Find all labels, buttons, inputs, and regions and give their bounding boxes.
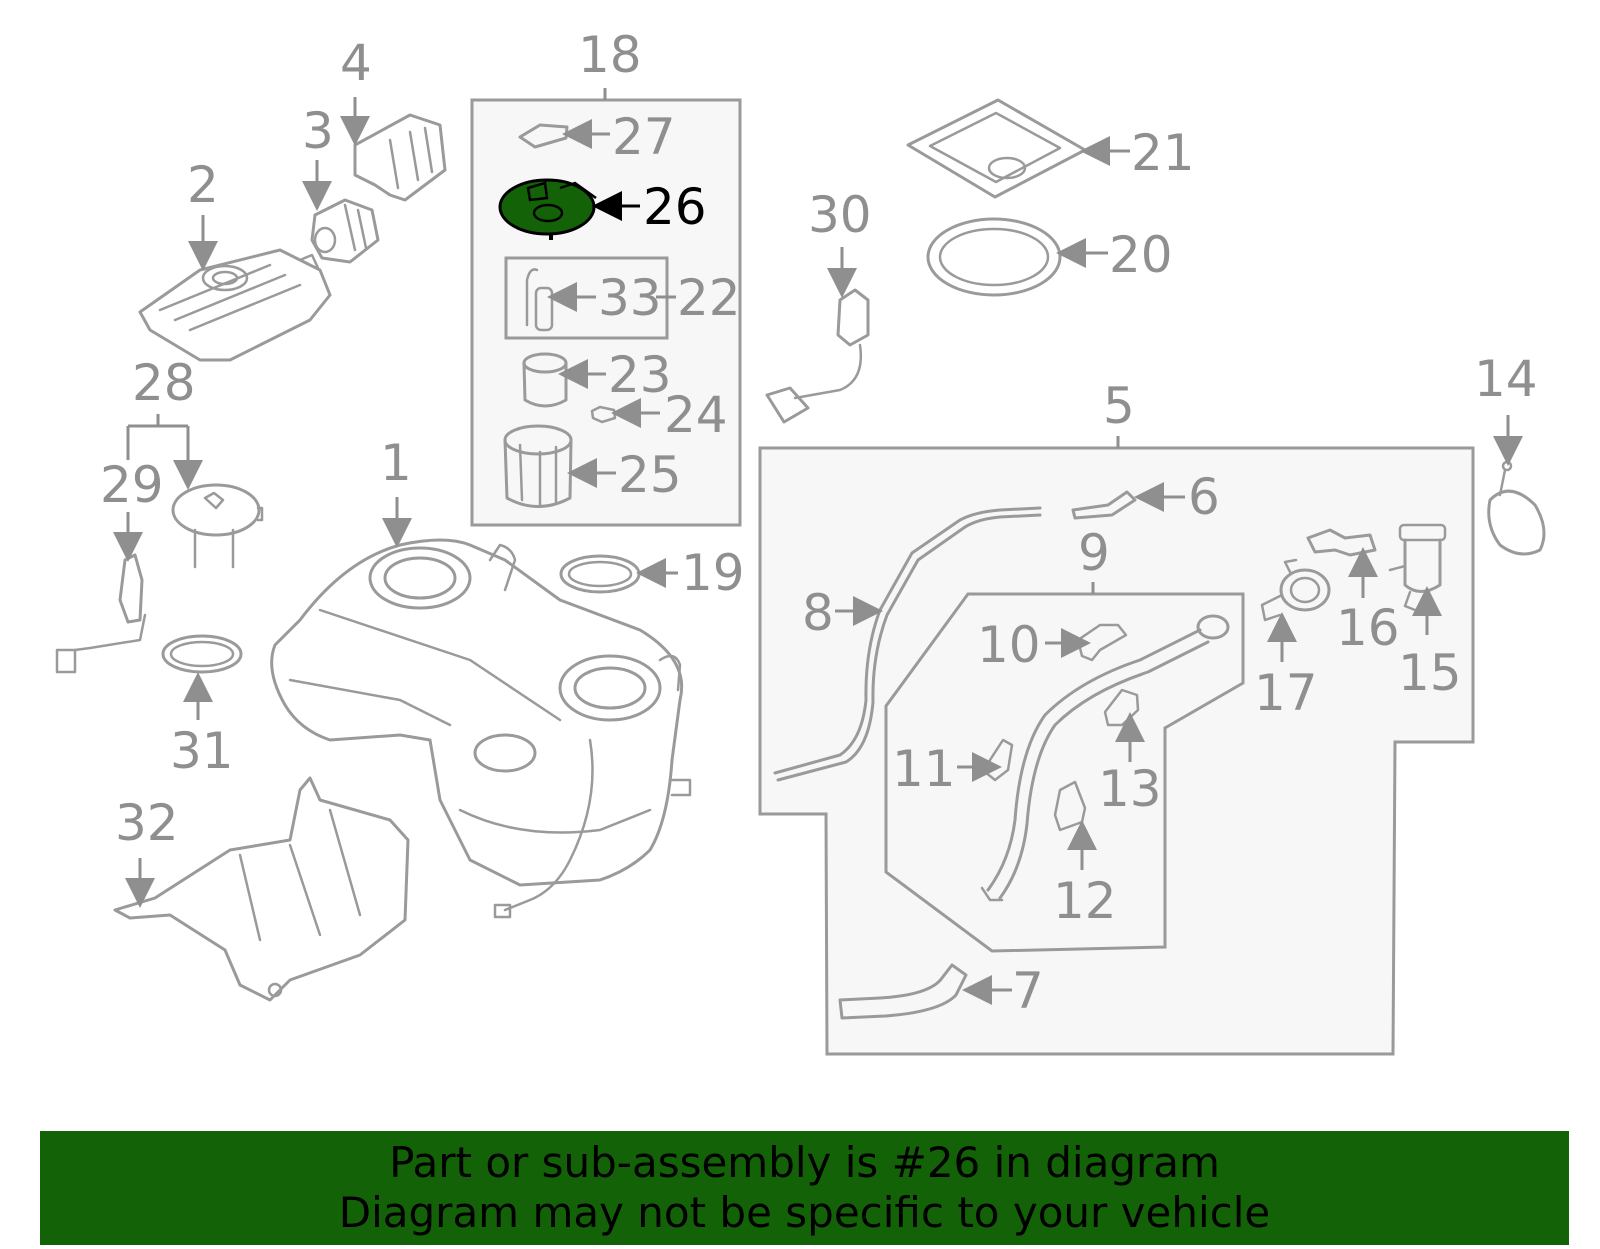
cover-part-21 [906, 98, 1087, 199]
lock-ring-part-20 [926, 217, 1062, 297]
callout-26: 26 [643, 178, 707, 236]
valve-part-17 [1260, 558, 1331, 622]
vent-line-part-8 [773, 506, 1042, 782]
callout-19: 19 [681, 544, 745, 602]
callout-14: 14 [1474, 350, 1538, 408]
callout-2: 2 [187, 156, 219, 214]
bracket-part-4 [353, 113, 447, 202]
callout-3: 3 [302, 102, 334, 160]
callout-16: 16 [1336, 599, 1400, 657]
group-box-9 [884, 582, 1245, 953]
callout-15: 15 [1398, 644, 1462, 702]
callout-32: 32 [115, 794, 179, 852]
callout-29: 29 [100, 456, 164, 514]
heat-shield-part-32 [113, 776, 410, 1002]
callout-28: 28 [132, 354, 196, 412]
banner-line-1: Part or sub-assembly is #26 in diagram [389, 1138, 1220, 1187]
sensor-part-30 [765, 288, 870, 424]
filler-pipe-part-9 [980, 614, 1230, 902]
callout-24: 24 [664, 386, 728, 444]
callout-23: 23 [608, 346, 672, 404]
callout-9: 9 [1078, 524, 1110, 582]
callout-4: 4 [340, 34, 372, 92]
callout-7: 7 [1012, 962, 1044, 1020]
callout-11: 11 [892, 740, 956, 798]
banner-line-2: Diagram may not be specific to your vehi… [338, 1188, 1271, 1237]
reservoir-part-25 [503, 424, 573, 508]
callout-1: 1 [380, 434, 412, 492]
group-box-18 [470, 88, 742, 527]
bracket-part-13 [1103, 688, 1140, 727]
callout-25: 25 [618, 446, 682, 504]
canister-part-2 [138, 248, 332, 362]
fuel-tank-part-1 [270, 538, 692, 919]
seal-ring-part-19 [559, 554, 641, 594]
callout-10: 10 [977, 616, 1041, 674]
callout-17: 17 [1254, 664, 1318, 722]
callout-arrows [113, 97, 1523, 1005]
callout-13: 13 [1098, 760, 1162, 818]
callout-31: 31 [170, 722, 234, 780]
valve-part-3 [310, 198, 380, 264]
callout-18: 18 [578, 26, 642, 84]
callout-20: 20 [1109, 226, 1173, 284]
callout-12: 12 [1053, 872, 1117, 930]
callout-8: 8 [802, 584, 834, 642]
sending-unit-part-28 [171, 483, 264, 569]
cap-part-14 [1487, 460, 1546, 556]
callout-5: 5 [1103, 377, 1135, 435]
callout-22: 22 [677, 269, 741, 327]
callout-labels: 1 2 3 4 5 6 7 8 9 10 11 12 13 14 15 16 1… [100, 26, 1538, 1020]
callout-33: 33 [598, 269, 662, 327]
callout-27: 27 [612, 108, 676, 166]
seal-ring-part-31 [161, 634, 243, 674]
sensor-part-29 [55, 553, 147, 674]
callout-21: 21 [1131, 124, 1195, 182]
callout-6: 6 [1188, 468, 1220, 526]
info-banner: Part or sub-assembly is #26 in diagram D… [40, 1131, 1569, 1245]
callout-30: 30 [808, 186, 872, 244]
